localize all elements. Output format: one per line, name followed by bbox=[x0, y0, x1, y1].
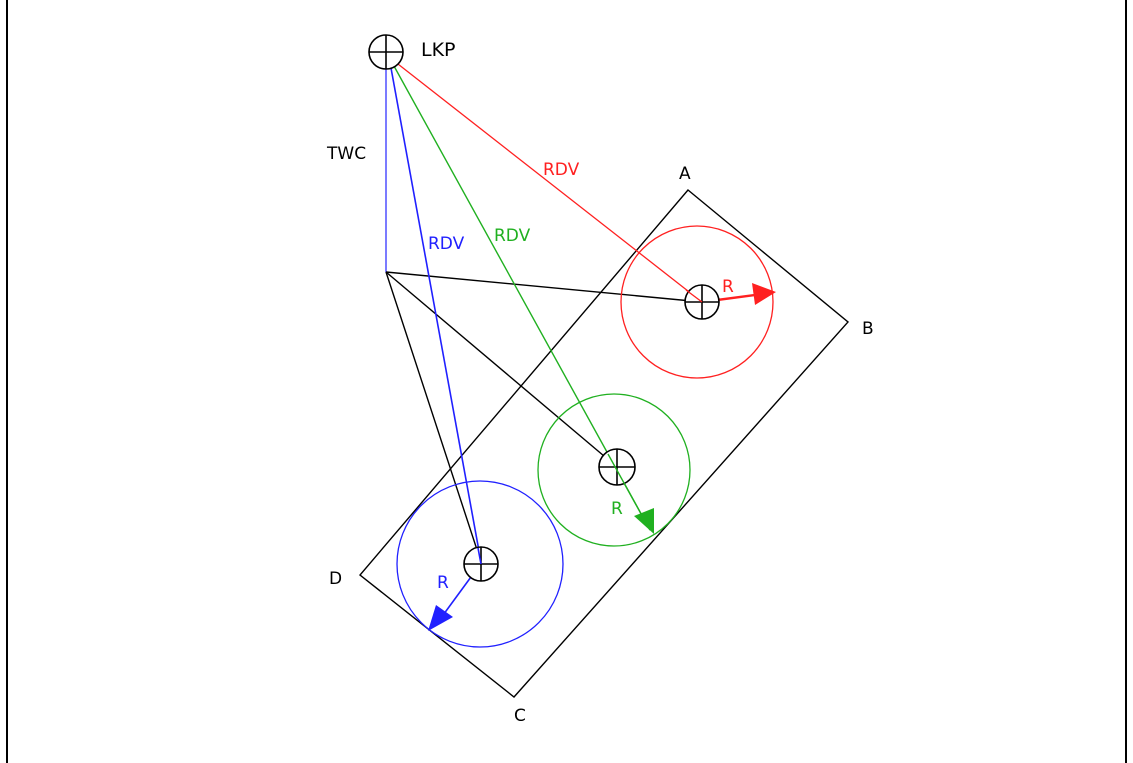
r-red-label: R bbox=[722, 277, 734, 297]
blue-arrowhead bbox=[428, 605, 453, 631]
rdv-blue-label: RDV bbox=[428, 234, 465, 254]
red-arrowhead bbox=[752, 283, 776, 305]
green-arrowhead bbox=[634, 508, 654, 534]
r-green-label: R bbox=[611, 499, 623, 519]
search-area-rectangle bbox=[358, 189, 850, 698]
corner-b-label: B bbox=[862, 319, 874, 339]
r-blue-label: R bbox=[437, 573, 449, 593]
corner-d-label: D bbox=[329, 569, 342, 589]
green-rdv-through bbox=[607, 453, 651, 531]
blue-rdv-tail bbox=[477, 547, 482, 565]
rdv-line-red bbox=[388, 56, 703, 303]
rdv-red-label: RDV bbox=[543, 160, 580, 180]
green-datum-marker-icon bbox=[598, 448, 636, 486]
left-frame-border bbox=[6, 0, 8, 763]
twc-label: TWC bbox=[326, 144, 366, 164]
green-search-circle bbox=[537, 393, 691, 547]
red-search-circle bbox=[620, 225, 774, 379]
datum-line-green bbox=[385, 271, 618, 468]
blue-search-circle bbox=[396, 480, 564, 648]
datum-line-red bbox=[385, 271, 703, 303]
corner-c-label: C bbox=[514, 706, 526, 726]
rdv-green-label: RDV bbox=[494, 226, 531, 246]
right-frame-border bbox=[1125, 0, 1127, 763]
lkp-label: LKP bbox=[421, 39, 456, 61]
corner-a-label: A bbox=[679, 164, 691, 184]
rdv-line-blue bbox=[388, 56, 482, 563]
datum-line-blue bbox=[385, 271, 482, 563]
rdv-line-green bbox=[388, 56, 651, 531]
lkp-marker-icon bbox=[368, 34, 404, 70]
red-rdv-tail bbox=[685, 289, 703, 303]
